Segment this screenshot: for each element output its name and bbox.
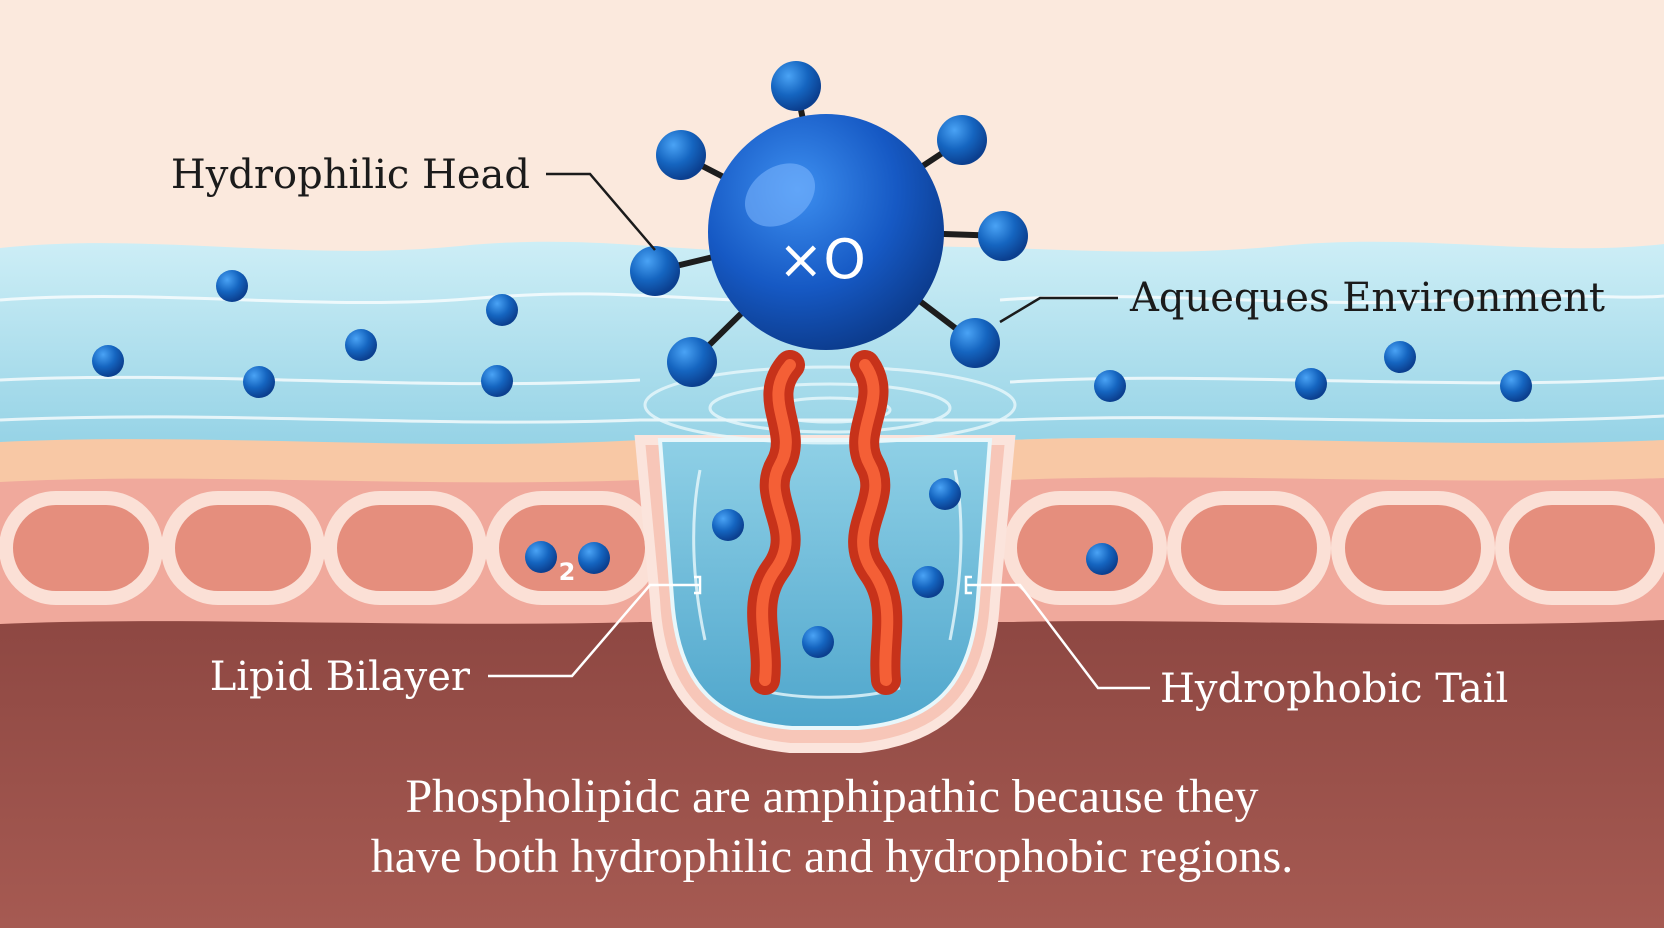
- label-hydrophilic-head: Hydrophilic Head: [171, 152, 530, 198]
- water-pocket: [657, 438, 993, 730]
- water-molecule: [1086, 543, 1118, 575]
- water-molecule: [481, 365, 513, 397]
- head-highlight: [744, 163, 816, 227]
- water-molecules: [92, 270, 1532, 658]
- water-molecule: [92, 345, 124, 377]
- head-atom: [771, 61, 821, 111]
- label-lipid-bilayer: Lipid Bilayer: [210, 654, 471, 700]
- water-molecule: [1295, 368, 1327, 400]
- label-hydrophobic-tail: Hydrophobic Tail: [1160, 666, 1508, 712]
- water-molecule: [345, 329, 377, 361]
- leader-head: [546, 172, 656, 251]
- water-molecule: [578, 542, 610, 574]
- o2-subscript: 2: [559, 558, 576, 586]
- water-molecule: [243, 366, 275, 398]
- head-mark: ×O: [778, 228, 866, 291]
- head-atom: [667, 337, 717, 387]
- label-aqueous-environment: Aqueques Environment: [1129, 275, 1605, 321]
- head-atoms: [630, 61, 1028, 387]
- tissue-layer: [0, 597, 1664, 928]
- caption-line-1: Phospholipidc are amphipathic because th…: [405, 770, 1258, 823]
- water-molecule: [1094, 370, 1126, 402]
- caption-line-2: have both hydrophilic and hydrophobic re…: [371, 830, 1293, 883]
- water-molecule: [525, 541, 557, 573]
- head-atom: [630, 246, 680, 296]
- water-molecule: [929, 478, 961, 510]
- leader-environment: [999, 296, 1118, 324]
- bilayer-cells: [0, 491, 1664, 605]
- hydrophobic-tails: [747, 350, 903, 695]
- head-atom: [950, 318, 1000, 368]
- head-atom: [656, 130, 706, 180]
- head-atom: [937, 115, 987, 165]
- water-molecule: [216, 270, 248, 302]
- leader-bilayer: [488, 583, 700, 678]
- water-molecule: [712, 509, 744, 541]
- water-molecule: [912, 566, 944, 598]
- water-molecule: [1500, 370, 1532, 402]
- water-molecule: [1384, 341, 1416, 373]
- leader-lines-light: [488, 575, 1150, 690]
- water-molecule: [486, 294, 518, 326]
- leader-tail: [965, 583, 1150, 690]
- leader-lines: [546, 172, 1118, 324]
- water-molecule: [802, 626, 834, 658]
- head-atom: [978, 211, 1028, 261]
